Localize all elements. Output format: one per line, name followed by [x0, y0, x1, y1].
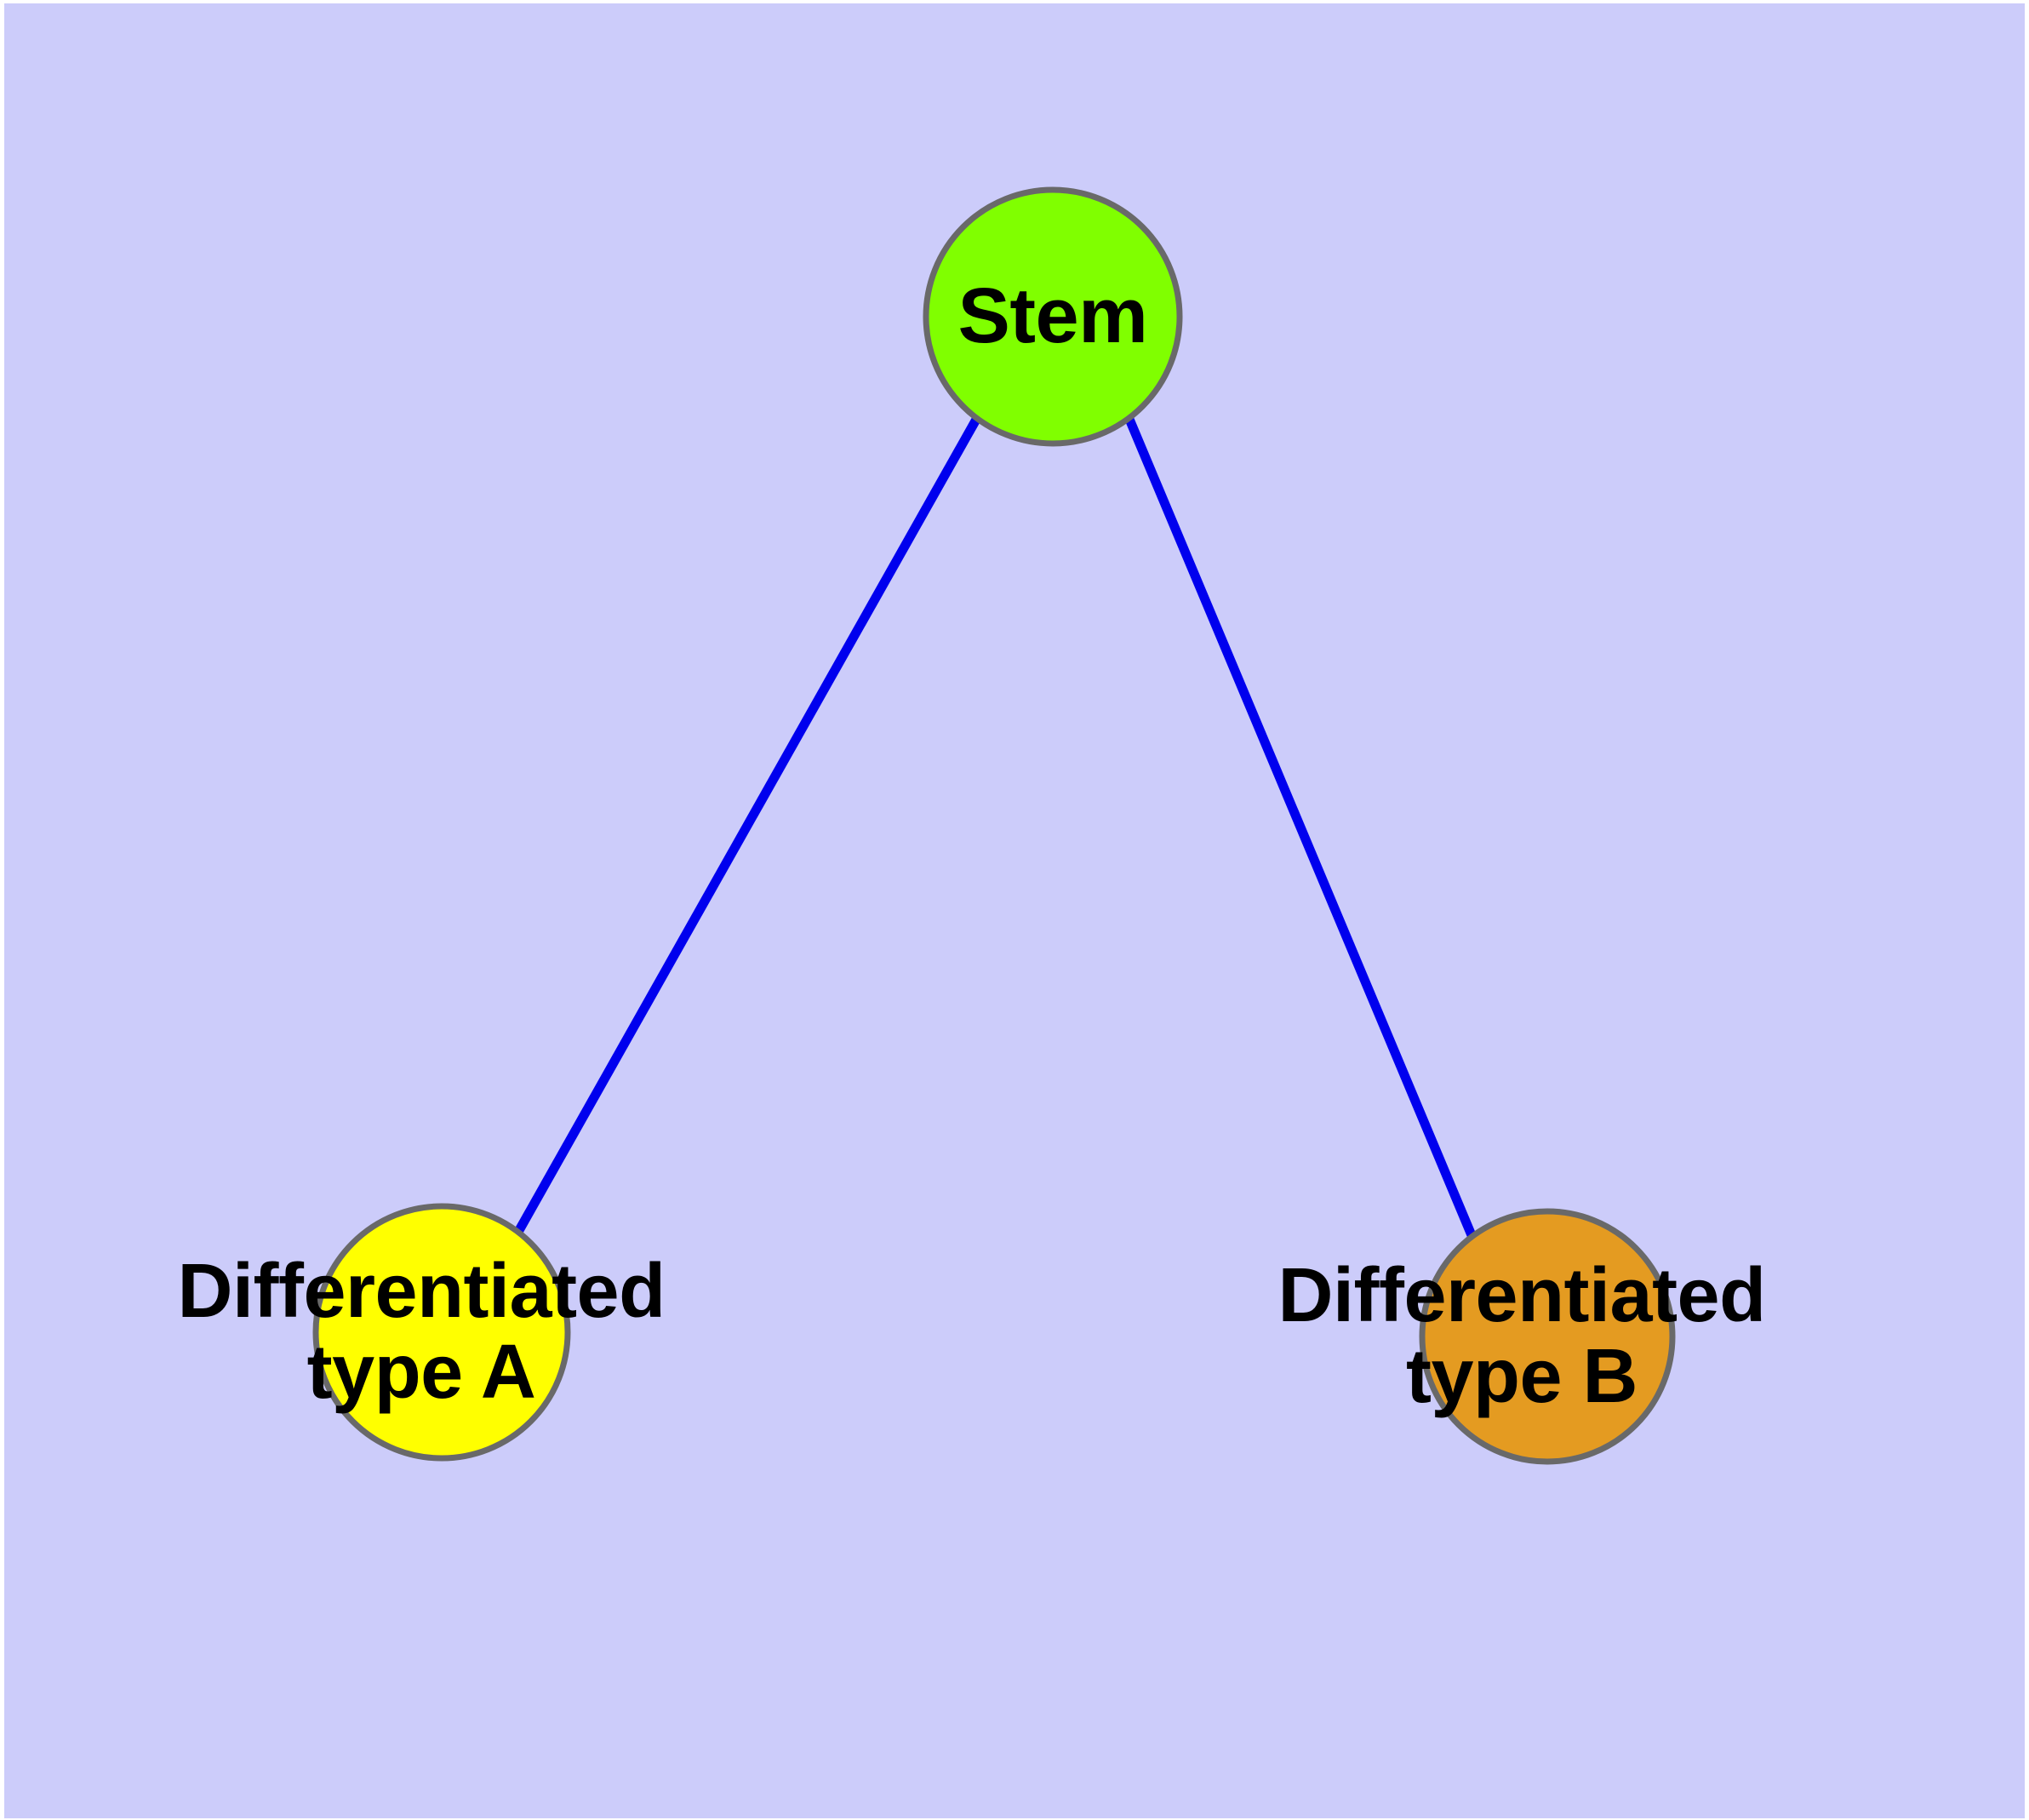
graph-node-diff-b[interactable] — [1419, 1208, 1676, 1465]
graph-edge[interactable] — [1123, 415, 1477, 1238]
graph-edge[interactable] — [514, 415, 981, 1234]
graph-node-diff-a[interactable] — [312, 1203, 571, 1462]
edges-group — [514, 415, 1477, 1238]
graph-node-stem[interactable] — [923, 186, 1183, 447]
nodes-group — [312, 186, 1676, 1465]
